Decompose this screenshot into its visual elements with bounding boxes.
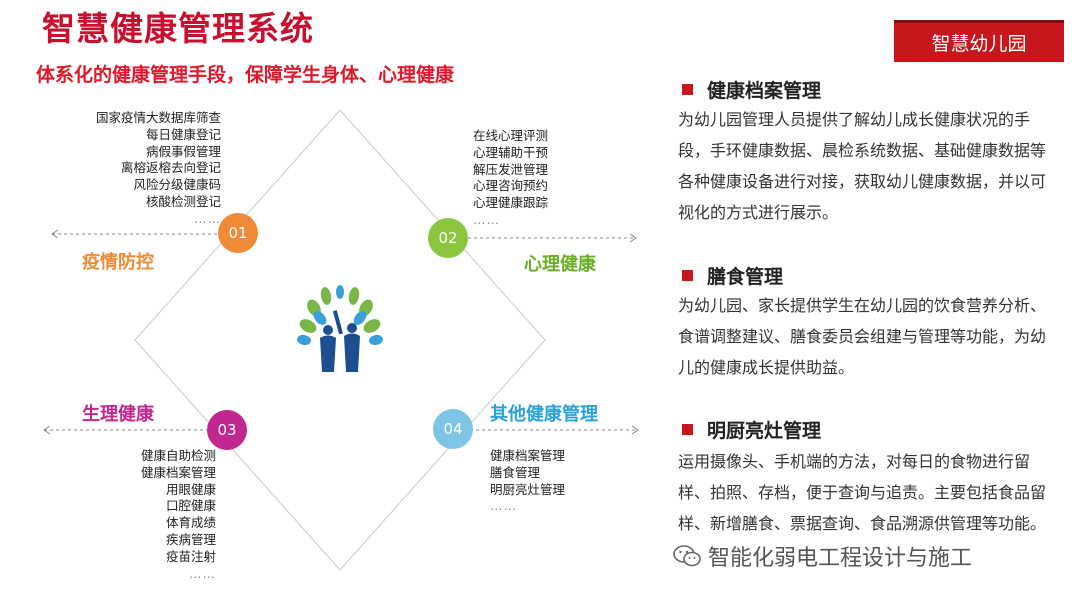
bullet-square-icon: [682, 424, 693, 435]
list-item: 国家疫情大数据库筛查: [95, 110, 221, 125]
quadrant-label-02: 心理健康: [524, 254, 596, 275]
bullet-square-icon: [682, 270, 693, 281]
circle-number: 03: [217, 421, 237, 439]
list-02: 在线心理评测 心理辅助干预 解压发泄管理 心理咨询预约 心理健康跟踪 ……: [473, 128, 548, 229]
section-title-health-records: 健康档案管理: [678, 76, 821, 103]
list-item: 核酸检测登记: [145, 193, 221, 209]
section-title-text: 膳食管理: [707, 266, 784, 288]
list-item: 明厨亮灶管理: [490, 481, 566, 497]
section-body-health-records: 为幼儿园管理人员提供了解幼儿成长健康状况的手段，手环健康数据、晨检系统数据、基础…: [678, 110, 1047, 222]
list-01: 国家疫情大数据库筛查 每日健康登记 病假事假管理 离榕返榕去向登记 风险分级健康…: [96, 110, 221, 228]
arrow-head-02: [629, 233, 637, 243]
list-item: 疫苗注射: [165, 548, 216, 564]
list-item: ……: [490, 498, 517, 514]
section-title-text: 明厨亮灶管理: [707, 420, 822, 442]
list-item: 心理健康跟踪: [473, 195, 549, 211]
list-item: 口腔健康: [165, 498, 216, 514]
section-title-text: 健康档案管理: [707, 80, 822, 102]
circle-02: 02: [428, 218, 468, 258]
list-item: 解压发泄管理: [473, 161, 549, 177]
section-body-kitchen: 运用摄像头、手机端的方法，对每日的食物进行留样、拍照、存档，便于查询与追责。主要…: [678, 452, 1047, 533]
quadrant-label-03: 生理健康: [82, 404, 154, 425]
circle-number: 04: [443, 420, 463, 438]
circle-04: 04: [433, 409, 473, 449]
quadrant-label-01: 疫情防控: [82, 252, 154, 273]
list-item: 心理辅助干预: [473, 144, 549, 160]
section-body-diet: 为幼儿园、家长提供学生在幼儿园的饮食营养分析、食谱调整建议、膳食委员会组建与管理…: [678, 296, 1047, 377]
list-item: 风险分级健康码: [133, 177, 221, 193]
list-item: 病假事假管理: [145, 143, 221, 159]
list-04: 健康档案管理 膳食管理 明厨亮灶管理 ……: [490, 448, 565, 515]
page-subtitle: 体系化的健康管理手段，保障学生身体、心理健康: [36, 64, 455, 86]
list-item: 疾病管理: [165, 531, 216, 547]
circle-number: 02: [438, 229, 458, 247]
list-item: 在线心理评测: [473, 128, 549, 143]
quadrant-label-04: 其他健康管理: [490, 404, 598, 425]
list-item: 健康档案管理: [140, 464, 216, 480]
watermark: 智能化弱电工程设计与施工: [672, 540, 972, 572]
bullet-square-icon: [682, 84, 693, 95]
circle-01: 01: [218, 213, 258, 253]
list-item: ……: [194, 210, 221, 226]
list-item: 每日健康登记: [145, 126, 221, 142]
circle-03: 03: [207, 410, 247, 450]
arrow-head-04: [631, 425, 639, 435]
list-item: 膳食管理: [490, 464, 541, 480]
diagram-lines: [43, 109, 639, 571]
list-03: 健康自助检测 健康档案管理 用眼健康 口腔健康 体育成绩 疾病管理 疫苗注射 ……: [141, 448, 216, 582]
list-item: 体育成绩: [165, 515, 216, 531]
list-item: ……: [473, 211, 500, 227]
list-item: 离榕返榕去向登记: [120, 160, 221, 176]
category-badge: 智慧幼儿园: [894, 20, 1064, 62]
diamond-outline: [134, 109, 546, 571]
arrow-head-01: [51, 229, 59, 239]
page-title: 智慧健康管理系统: [42, 9, 314, 48]
section-title-diet: 膳食管理: [678, 262, 783, 289]
list-item: 健康自助检测: [140, 448, 216, 463]
list-item: 用眼健康: [165, 481, 216, 497]
wechat-icon: [673, 545, 701, 567]
list-item: 心理咨询预约: [473, 178, 549, 194]
list-item: ……: [189, 565, 216, 581]
arrow-head-03: [43, 425, 51, 435]
list-item: 健康档案管理: [490, 448, 566, 463]
family-tree-icon: [297, 285, 383, 372]
section-title-kitchen: 明厨亮灶管理: [678, 416, 821, 443]
circle-number: 01: [228, 224, 248, 242]
watermark-text: 智能化弱电工程设计与施工: [708, 546, 973, 571]
